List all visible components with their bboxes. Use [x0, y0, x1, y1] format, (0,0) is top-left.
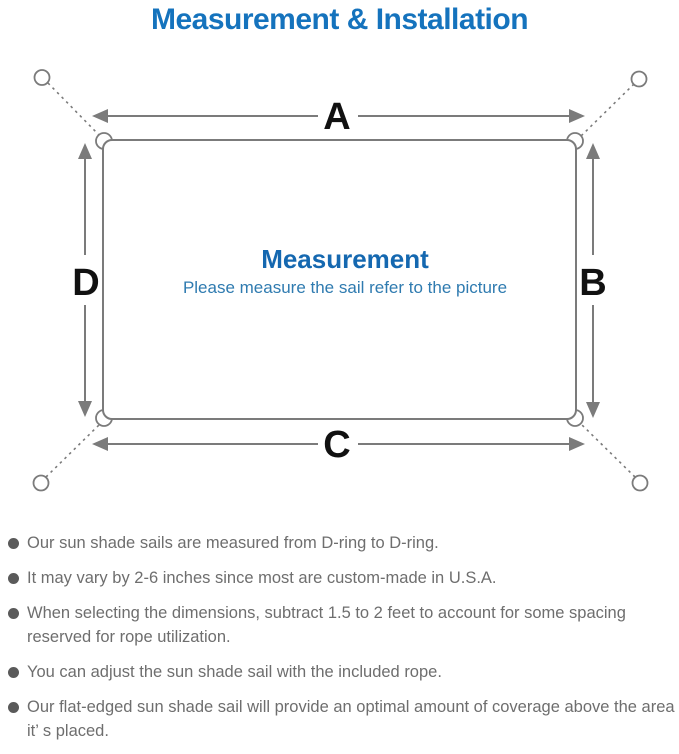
page-title: Measurement & Installation: [150, 3, 529, 36]
arrowhead-a-right: [569, 109, 585, 123]
arrowhead-b-down: [586, 402, 600, 418]
bullet-icon: [8, 538, 19, 549]
arrowhead-d-down: [78, 401, 92, 417]
anchor-ring-top-right: [630, 70, 648, 88]
tie-line-top-right: [580, 83, 635, 137]
note-item: You can adjust the sun shade sail with t…: [8, 660, 676, 684]
bullet-icon: [8, 702, 19, 713]
dim-label-d: D: [72, 262, 99, 304]
note-text: It may vary by 2-6 inches since most are…: [27, 569, 497, 587]
shade-sail: [102, 139, 577, 420]
anchor-ring-bottom-left: [32, 474, 50, 492]
arrowhead-a-left: [92, 109, 108, 123]
arrowhead-b-up: [586, 143, 600, 159]
tie-line-bottom-left: [45, 423, 101, 478]
tie-line-top-left: [47, 82, 100, 136]
diagram-title: Measurement: [261, 244, 429, 274]
note-item: Our sun shade sails are measured from D-…: [8, 531, 676, 555]
arrowhead-c-right: [569, 437, 585, 451]
arrowhead-c-left: [92, 437, 108, 451]
dim-label-c: C: [323, 424, 350, 466]
note-item: Our flat-edged sun shade sail will provi…: [8, 695, 676, 743]
anchor-ring-top-left: [33, 69, 51, 86]
notes-list: Our sun shade sails are measured from D-…: [8, 531, 676, 754]
bullet-icon: [8, 573, 19, 584]
tie-line-bottom-right: [579, 422, 636, 478]
note-item: When selecting the dimensions, subtract …: [8, 601, 676, 649]
dim-label-b: B: [579, 262, 606, 304]
anchor-ring-bottom-right: [631, 474, 649, 492]
bullet-icon: [8, 608, 19, 619]
dim-label-a: A: [323, 96, 350, 138]
note-text: You can adjust the sun shade sail with t…: [27, 663, 442, 681]
note-item: It may vary by 2-6 inches since most are…: [8, 566, 676, 590]
arrowhead-d-up: [78, 143, 92, 159]
bullet-icon: [8, 667, 19, 678]
measurement-diagram: A B C D Measurement Please measure the s…: [32, 69, 649, 492]
note-text: Our flat-edged sun shade sail will provi…: [27, 698, 675, 740]
note-text: When selecting the dimensions, subtract …: [27, 604, 626, 646]
note-text: Our sun shade sails are measured from D-…: [27, 534, 439, 552]
diagram-subtitle: Please measure the sail refer to the pic…: [183, 278, 507, 297]
